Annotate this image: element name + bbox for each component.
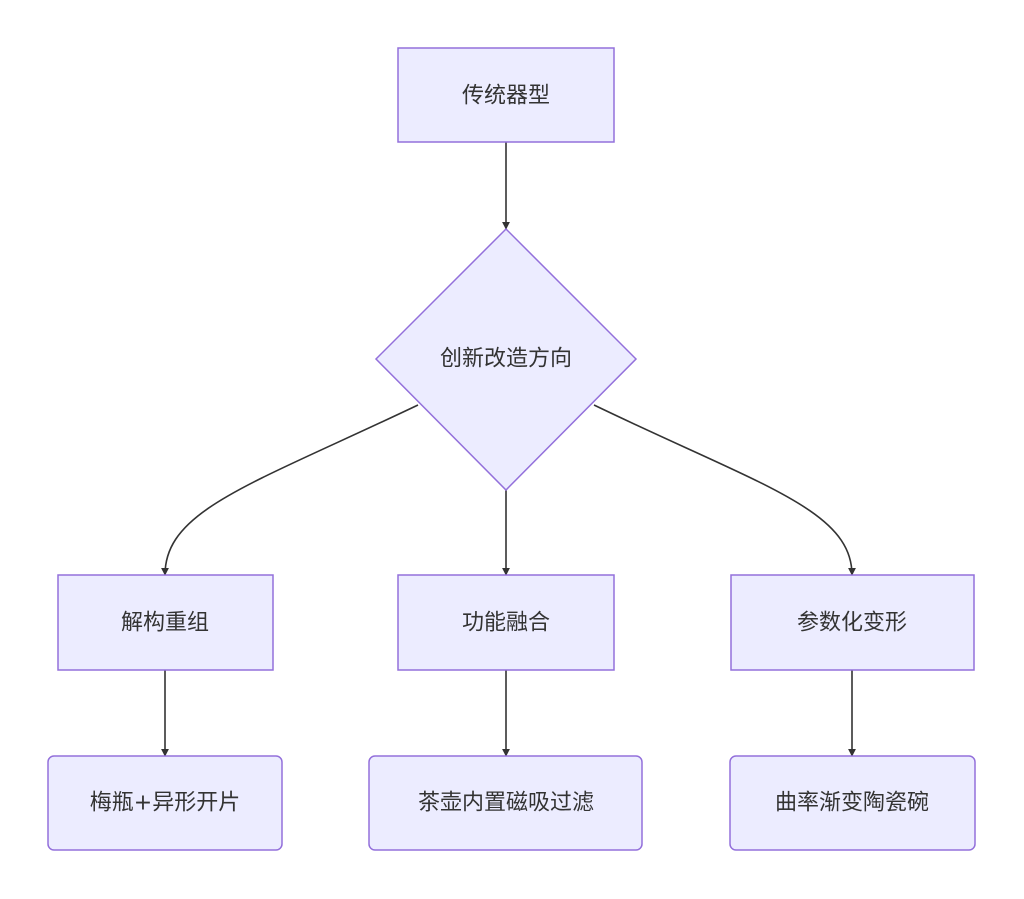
node-teapot-label: 茶壶内置磁吸过滤 (418, 791, 594, 816)
node-traditional-form-label: 传统器型 (462, 84, 550, 109)
edge-innovation-to-parametric (593, 404, 856, 576)
node-traditional-form: 传统器型 (397, 47, 615, 143)
node-innovation-direction: 创新改造方向 (374, 227, 638, 492)
node-parametric: 参数化变形 (730, 574, 975, 671)
node-teapot: 茶壶内置磁吸过滤 (368, 755, 643, 851)
node-curvature-bowl-label: 曲率渐变陶瓷碗 (775, 791, 929, 816)
node-meiping-label: 梅瓶+异形开片 (90, 791, 240, 816)
edges (161, 142, 856, 757)
node-function-fusion-label: 功能融合 (462, 611, 550, 636)
node-meiping: 梅瓶+异形开片 (47, 755, 283, 851)
node-curvature-bowl: 曲率渐变陶瓷碗 (729, 755, 976, 851)
node-function-fusion: 功能融合 (397, 574, 615, 671)
node-parametric-label: 参数化变形 (797, 611, 907, 636)
edge-innovation-to-deconstruct (161, 404, 419, 576)
node-deconstruct: 解构重组 (57, 574, 274, 671)
node-innovation-direction-label: 创新改造方向 (440, 347, 572, 372)
node-deconstruct-label: 解构重组 (121, 611, 209, 636)
